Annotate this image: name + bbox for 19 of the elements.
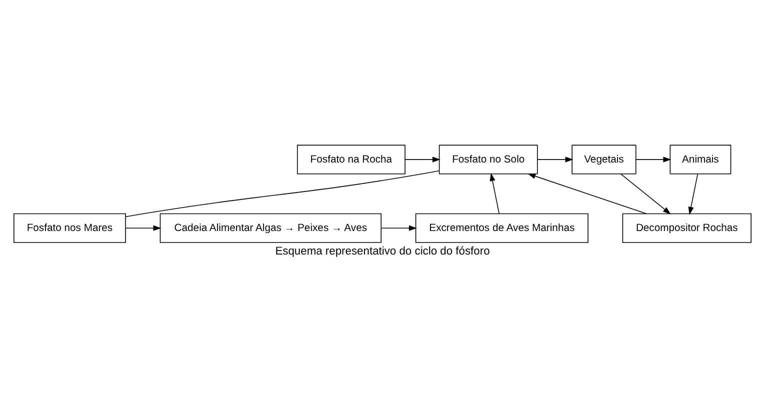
arrow xyxy=(537,156,574,162)
arrow xyxy=(528,174,647,214)
arrow xyxy=(125,225,162,231)
arrow xyxy=(620,174,671,214)
node-box: Animais xyxy=(670,144,732,174)
node-box: Decompositor Rochas xyxy=(622,213,752,243)
node-box: Fosfato nos Mares xyxy=(14,213,126,243)
node-box: Fosfato na Rocha xyxy=(296,144,406,174)
node-box: Fosfato no Solo xyxy=(438,144,538,174)
arrow xyxy=(380,225,417,231)
caption: Esquema representativo do ciclo do fósforo xyxy=(275,246,490,258)
arrow xyxy=(490,173,500,214)
arrow xyxy=(688,174,698,215)
arrow xyxy=(636,156,672,162)
arrow xyxy=(404,156,440,162)
node-box: Vegetais xyxy=(572,144,636,174)
connector xyxy=(125,170,440,218)
node-box: Excrementos de Aves Marinhas xyxy=(415,213,588,243)
node-box: Cadeia Alimentar Algas → Peixes → Aves xyxy=(160,213,382,243)
